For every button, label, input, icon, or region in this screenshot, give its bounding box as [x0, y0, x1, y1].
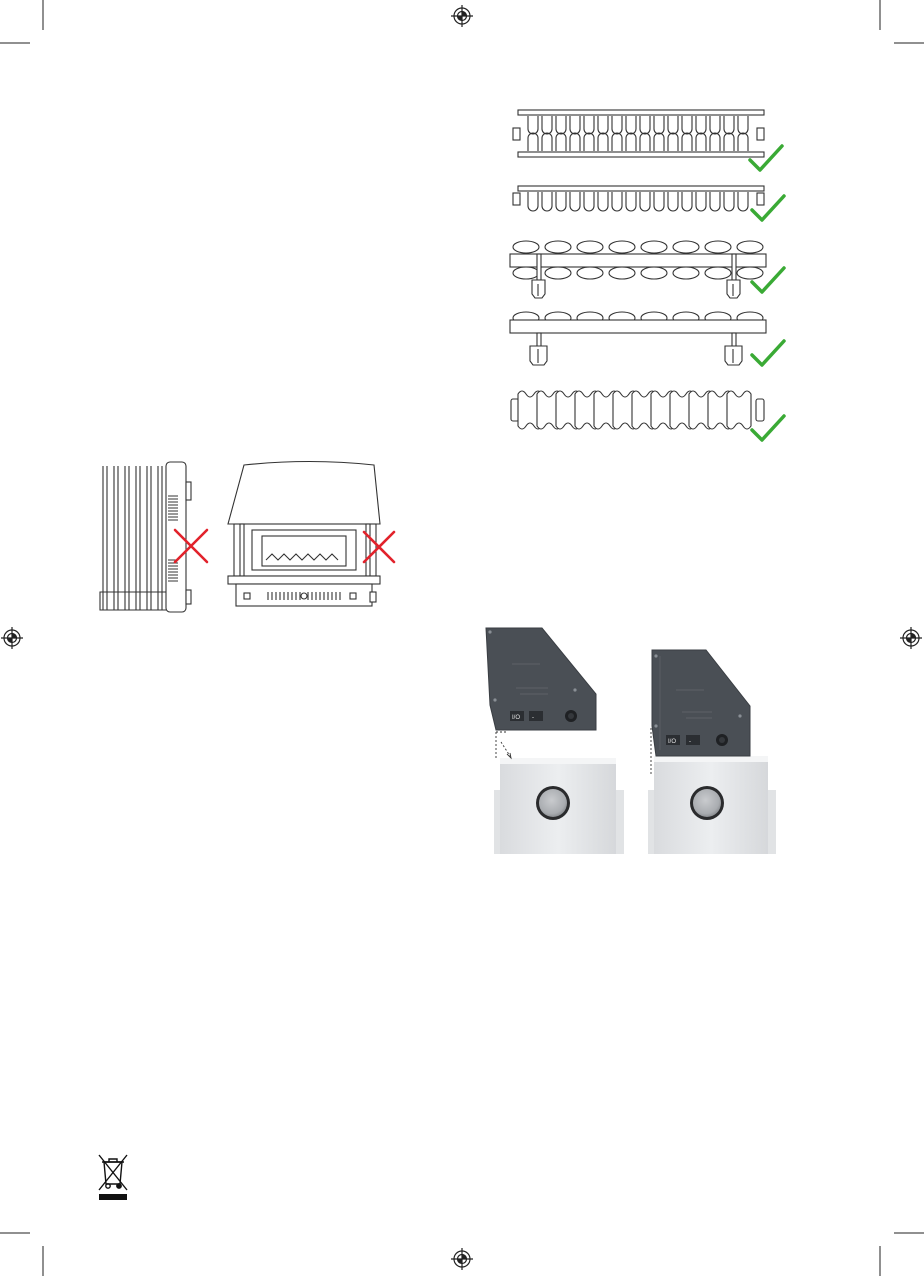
registration-target-left — [1, 627, 23, 649]
mode-button-label: - — [689, 739, 691, 745]
registration-target-bottom — [451, 1248, 473, 1270]
check-icon — [752, 268, 784, 292]
incompatible-heaters-figure — [90, 455, 400, 615]
registration-target-top — [451, 5, 473, 27]
control-box-step-2: I/O - — [652, 650, 750, 756]
double-panel-radiator — [513, 110, 764, 157]
oil-filled-radiator — [100, 462, 191, 612]
compatible-radiators-figure — [500, 100, 800, 452]
weee-symbol-icon — [96, 1152, 130, 1202]
tubular-radiator-brackets — [510, 241, 766, 298]
install-step-2: I/O - — [648, 650, 776, 854]
tubular-radiator-low-brackets — [510, 312, 766, 365]
single-panel-radiator — [513, 186, 764, 211]
column-radiator — [511, 391, 764, 429]
registration-target-right — [900, 627, 922, 649]
install-step-1: I/O - — [486, 628, 624, 854]
installation-figure: I/O - — [470, 618, 790, 854]
check-icon — [752, 341, 784, 365]
control-box-step-1: I/O - — [486, 628, 596, 730]
electric-fire-heater — [228, 462, 380, 607]
mode-button-label: - — [532, 715, 534, 721]
power-button-label: I/O — [668, 739, 676, 745]
power-button-label: I/O — [512, 715, 520, 721]
check-icon — [750, 146, 782, 170]
